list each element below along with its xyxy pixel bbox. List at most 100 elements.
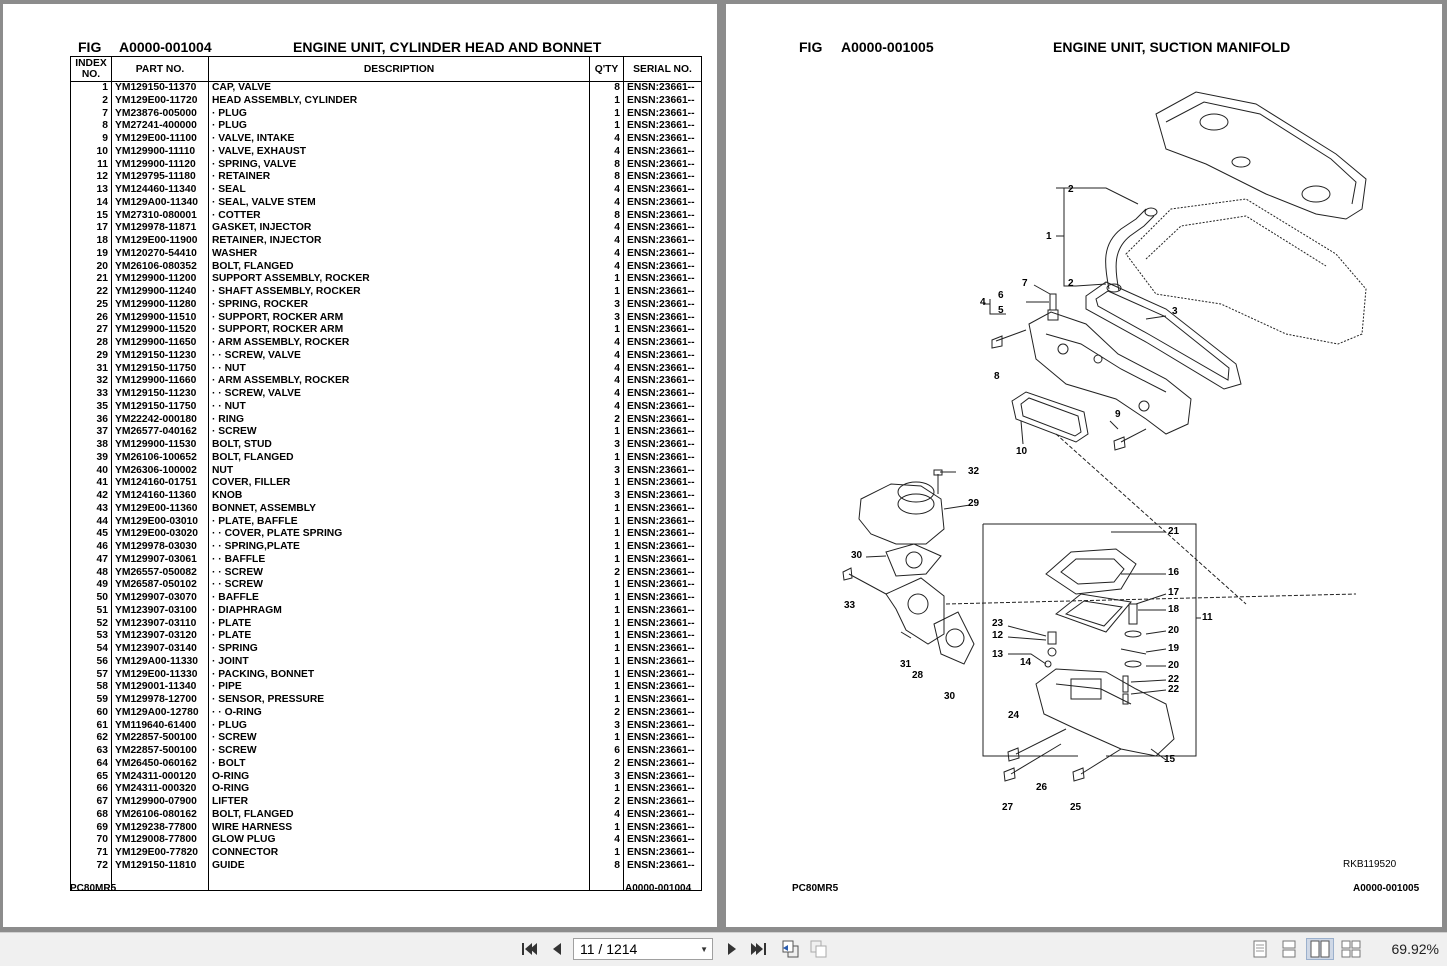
description-cell: · SCREW	[208, 426, 590, 439]
description-cell: · · BAFFLE	[208, 553, 590, 567]
index-cell: 72	[70, 859, 112, 891]
footer-fig: A0000-001004	[625, 883, 692, 894]
callout-number: 29	[968, 498, 980, 509]
description-cell: COVER, FILLER	[208, 477, 590, 490]
part-number-cell: YM129E00-11360	[111, 502, 209, 516]
index-cell: 51	[70, 604, 112, 618]
description-cell: · · NUT	[208, 400, 590, 414]
callout-number: 22	[1168, 674, 1180, 685]
description-cell: · VALVE, EXHAUST	[208, 145, 590, 159]
index-cell: 35	[70, 400, 112, 414]
quantity-cell: 3	[589, 719, 624, 733]
page-title: ENGINE UNIT, CYLINDER HEAD AND BONNET	[293, 39, 602, 55]
part-number-cell: YM129A00-11340	[111, 196, 209, 210]
index-cell: 29	[70, 349, 112, 363]
index-cell: 28	[70, 337, 112, 350]
quantity-cell: 4	[589, 400, 624, 414]
index-cell: 33	[70, 388, 112, 401]
quantity-cell: 3	[589, 490, 624, 503]
part-number-cell: YM129795-11180	[111, 171, 209, 184]
index-cell: 21	[70, 273, 112, 286]
part-number-cell: YM123907-03110	[111, 617, 209, 631]
zoom-level[interactable]: 69.92%	[1391, 941, 1439, 957]
serial-cell: ENSN:23661--	[623, 847, 702, 860]
continuous-view-icon[interactable]	[1278, 938, 1300, 960]
index-cell: 57	[70, 668, 112, 682]
parts-table: INDEX NO. PART NO. DESCRIPTION Q'TY SERI…	[70, 56, 702, 891]
part-number-cell: YM129150-11750	[111, 400, 209, 414]
quantity-cell: 6	[589, 745, 624, 758]
go-forward-view-icon[interactable]	[808, 938, 830, 960]
description-cell: WIRE HARNESS	[208, 821, 590, 835]
part-number-cell: YM129A00-11330	[111, 655, 209, 669]
quantity-cell: 1	[589, 604, 624, 618]
index-cell: 18	[70, 235, 112, 248]
last-page-icon[interactable]	[748, 938, 770, 960]
serial-cell: ENSN:23661--	[623, 375, 702, 388]
description-cell: · JOINT	[208, 655, 590, 669]
serial-cell: ENSN:23661--	[623, 528, 702, 541]
description-cell: · · SCREW, VALVE	[208, 388, 590, 401]
serial-cell: ENSN:23661--	[623, 566, 702, 580]
part-number-cell: YM22857-500100	[111, 732, 209, 745]
callout-number: 25	[1070, 802, 1082, 813]
part-number-cell: YM22857-500100	[111, 745, 209, 758]
next-page-icon[interactable]	[721, 938, 743, 960]
index-cell: 46	[70, 541, 112, 554]
continuous-facing-view-icon[interactable]	[1340, 938, 1362, 960]
description-cell: · · NUT	[208, 362, 590, 376]
first-page-icon[interactable]	[518, 938, 540, 960]
page-number-input[interactable]: 11 / 1214 ▼	[573, 938, 713, 960]
description-cell: · RING	[208, 413, 590, 427]
quantity-cell: 1	[589, 451, 624, 465]
description-cell: HEAD ASSEMBLY, CYLINDER	[208, 94, 590, 108]
callout-number: 2	[1068, 278, 1074, 289]
index-cell: 50	[70, 592, 112, 605]
serial-cell: ENSN:23661--	[623, 821, 702, 835]
description-cell: BOLT, FLANGED	[208, 808, 590, 822]
serial-cell: ENSN:23661--	[623, 859, 702, 891]
serial-cell: ENSN:23661--	[623, 184, 702, 197]
index-cell: 41	[70, 477, 112, 490]
description-cell: · BOLT	[208, 757, 590, 771]
description-cell: GUIDE	[208, 859, 590, 891]
go-back-view-icon[interactable]	[779, 938, 801, 960]
single-page-view-icon[interactable]	[1249, 938, 1271, 960]
prev-page-icon[interactable]	[546, 938, 568, 960]
serial-cell: ENSN:23661--	[623, 694, 702, 707]
index-cell: 38	[70, 439, 112, 452]
quantity-cell: 4	[589, 260, 624, 274]
quantity-cell: 4	[589, 375, 624, 388]
col-qty: Q'TY	[589, 56, 624, 82]
quantity-cell: 8	[589, 81, 624, 95]
serial-cell: ENSN:23661--	[623, 796, 702, 809]
part-number-cell: YM129150-11230	[111, 388, 209, 401]
description-cell: · PLUG	[208, 719, 590, 733]
quantity-cell: 4	[589, 808, 624, 822]
page-title: ENGINE UNIT, SUCTION MANIFOLD	[1053, 39, 1291, 55]
description-cell: · SENSOR, PRESSURE	[208, 694, 590, 707]
serial-cell: ENSN:23661--	[623, 260, 702, 274]
part-number-cell: YM26306-100002	[111, 464, 209, 478]
part-number-cell: YM123907-03120	[111, 630, 209, 643]
description-cell: · PIPE	[208, 681, 590, 694]
serial-cell: ENSN:23661--	[623, 94, 702, 108]
part-number-cell: YM124160-11360	[111, 490, 209, 503]
facing-view-icon[interactable]	[1306, 938, 1334, 960]
serial-cell: ENSN:23661--	[623, 222, 702, 235]
callout-number: 13	[992, 649, 1004, 660]
part-number-cell: YM129E00-03010	[111, 515, 209, 529]
chevron-down-icon[interactable]: ▼	[700, 945, 708, 954]
